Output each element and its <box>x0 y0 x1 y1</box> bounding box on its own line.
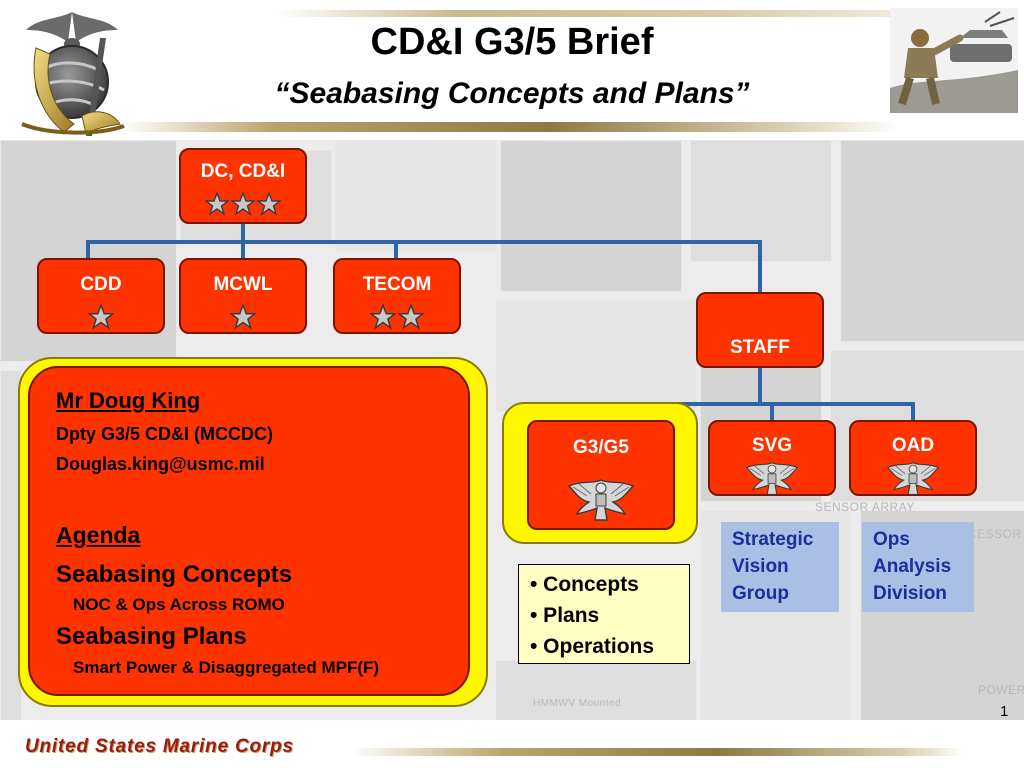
header-rule-top <box>275 10 1015 17</box>
contact-name: Mr Doug King <box>56 388 201 413</box>
bg-photo-tile <box>495 660 697 720</box>
star-icon <box>257 192 281 216</box>
star-icon <box>398 304 424 330</box>
agenda-subitem: NOC & Ops Across ROMO <box>73 595 285 614</box>
general-stars-icon <box>181 192 305 222</box>
org-box-label: CDD <box>80 274 122 295</box>
bg-photo-tile <box>840 140 1024 342</box>
bg-photo-tile <box>690 140 832 262</box>
bg-caption: POWER <box>978 683 1024 697</box>
agenda-item: Seabasing Concepts <box>56 561 293 588</box>
eagle-icon <box>886 462 940 495</box>
org-box-label: MCWL <box>213 274 273 295</box>
header-rule-bottom <box>120 122 900 132</box>
org-box-label: OAD <box>891 435 935 456</box>
footer-brand: United States Marine Corps <box>25 736 294 757</box>
general-stars-icon <box>181 304 305 336</box>
page-number: 1 <box>1000 703 1009 720</box>
agenda-heading: Agenda <box>56 522 141 548</box>
footer-rule <box>350 748 965 756</box>
bg-photo-tile <box>495 300 697 412</box>
usmc-emblem-icon <box>21 12 125 136</box>
org-box-tecom: TECOM <box>333 258 461 334</box>
desc-line: Analysis <box>873 556 952 577</box>
info-panel <box>28 366 470 696</box>
org-box-label: DC, CD&I <box>200 161 286 182</box>
g3g5-responsibilities-box: • Concepts • Plans • Operations <box>518 564 690 664</box>
slide-footer: United States Marine Corps <box>0 722 1024 768</box>
desc-line: Ops <box>873 529 910 550</box>
org-box-label: G3/G5 <box>573 437 629 458</box>
general-stars-icon <box>335 304 459 336</box>
org-box-label: STAFF <box>730 337 790 358</box>
org-box-label: SVG <box>751 435 793 456</box>
page-subtitle: “Seabasing Concepts and Plans” <box>274 77 750 110</box>
star-icon <box>88 304 114 330</box>
bg-photo-tile <box>500 140 682 292</box>
star-icon <box>205 192 229 216</box>
page-title: CD&I G3/5 Brief <box>370 21 654 63</box>
star-icon <box>370 304 396 330</box>
slide-header: CD&I G3/5 Brief “Seabasing Concepts and … <box>0 0 1024 140</box>
bg-caption: HMMWV Mounted <box>533 698 622 709</box>
org-box-dc-cdi: DC, CD&I <box>179 148 307 224</box>
list-item: • Operations <box>530 635 655 658</box>
contact-position: Dpty G3/5 CD&I (MCCDC) <box>56 424 274 444</box>
list-item: • Plans <box>530 604 600 627</box>
desc-line: Group <box>732 583 789 604</box>
org-box-g3g5: G3/G5 <box>527 420 675 530</box>
org-box-staff: STAFF <box>696 292 824 368</box>
desc-line: Division <box>873 583 947 604</box>
list-item: • Concepts <box>530 573 639 596</box>
org-box-oad: OAD <box>849 420 977 496</box>
desc-line: Strategic <box>732 529 814 550</box>
desc-line: Vision <box>732 556 789 577</box>
general-stars-icon <box>39 304 163 336</box>
bg-caption: SENSOR ARRAY <box>815 500 915 514</box>
soldier-photo-icon <box>890 8 1018 113</box>
eagle-icon <box>567 479 635 521</box>
bg-photo-tile <box>335 140 497 252</box>
agenda-item: Seabasing Plans <box>56 623 247 650</box>
agenda-subitem: Smart Power & Disaggregated MPF(F) <box>73 658 380 677</box>
org-box-svg: SVG <box>708 420 836 496</box>
org-box-label: TECOM <box>362 274 432 295</box>
org-box-mcwl: MCWL <box>179 258 307 334</box>
svg-description-box: Strategic Vision Group <box>721 522 839 612</box>
star-icon <box>231 192 255 216</box>
org-box-cdd: CDD <box>37 258 165 334</box>
contact-email: Douglas.king@usmc.mil <box>56 454 265 474</box>
oad-description-box: Ops Analysis Division <box>862 522 974 612</box>
star-icon <box>230 304 256 330</box>
eagle-icon <box>745 462 799 495</box>
